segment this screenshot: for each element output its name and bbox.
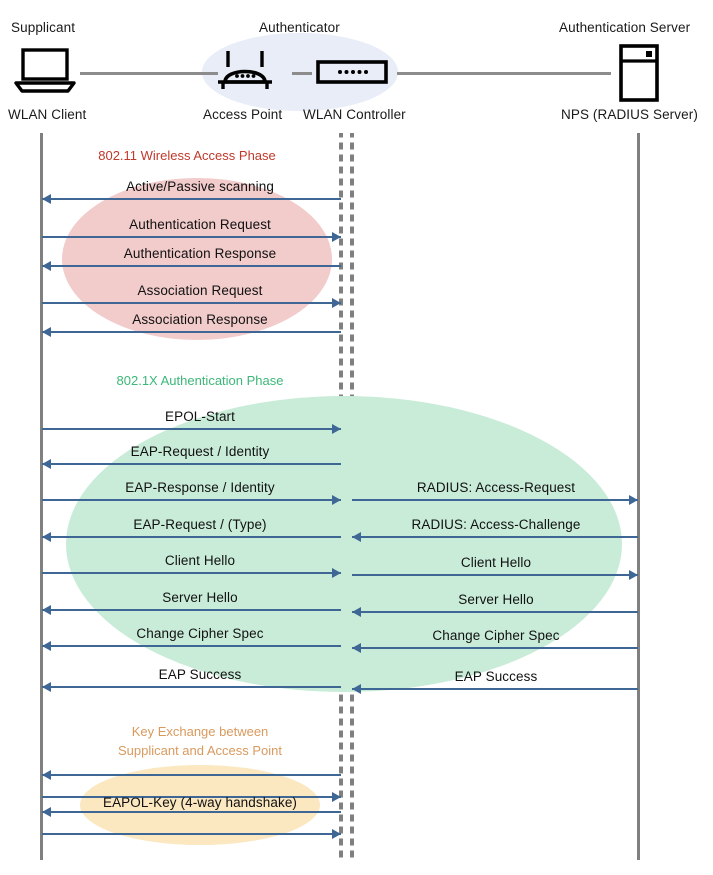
server-tower-icon <box>618 44 660 102</box>
msg-radius-7-arrowhead <box>352 684 361 694</box>
msg-radius-2-line <box>352 499 638 501</box>
msg-radius-5-line <box>352 611 638 613</box>
network-switch-icon <box>316 60 388 84</box>
msg-8021x-0-arrowhead <box>332 424 341 434</box>
msg-label-eapol-key: EAPOL-Key (4-way handshake) <box>102 795 298 810</box>
msg-keyex-1-arrowhead <box>332 792 341 802</box>
msg-label-80211-2: Authentication Response <box>123 246 277 261</box>
msg-radius-7-line <box>352 688 638 690</box>
msg-label-radius-5: Server Hello <box>458 592 534 607</box>
msg-label-radius-4: Client Hello <box>460 555 532 570</box>
actor-role-authenticator: Authenticator <box>259 20 340 35</box>
msg-label-radius-6: Change Cipher Spec <box>432 628 560 643</box>
msg-80211-3-arrowhead <box>332 298 341 308</box>
msg-label-radius-2: RADIUS: Access-Request <box>416 480 576 495</box>
msg-8021x-1-line <box>41 463 341 465</box>
msg-label-80211-3: Association Request <box>137 283 263 298</box>
msg-8021x-3-line <box>41 536 341 538</box>
phase-highlight-802-11 <box>62 178 332 340</box>
msg-label-8021x-4: Client Hello <box>164 553 236 568</box>
msg-8021x-7-arrowhead <box>41 682 51 692</box>
msg-label-8021x-2: EAP-Response / Identity <box>125 480 275 495</box>
wire-client-to-ap <box>80 72 218 75</box>
msg-label-80211-1: Authentication Request <box>129 217 271 232</box>
msg-8021x-5-arrowhead <box>41 605 51 615</box>
msg-label-80211-4: Association Response <box>132 312 268 327</box>
phase-highlight-802-1x <box>66 396 622 692</box>
msg-keyex-1-line <box>41 796 341 798</box>
msg-radius-6-arrowhead <box>352 643 361 653</box>
msg-radius-3-arrowhead <box>352 532 361 542</box>
msg-8021x-5-line <box>41 609 341 611</box>
msg-8021x-1-arrowhead <box>41 459 51 469</box>
msg-keyex-2-line <box>41 811 341 813</box>
msg-8021x-6-arrowhead <box>41 641 51 651</box>
actor-role-supplicant: Supplicant <box>11 20 76 35</box>
lifeline-nps-radius-server <box>637 133 640 860</box>
wireless-router-icon <box>214 48 276 92</box>
msg-radius-2-arrowhead <box>629 495 638 505</box>
msg-8021x-3-arrowhead <box>41 532 51 542</box>
msg-radius-5-arrowhead <box>352 607 361 617</box>
phase-label-802-11: 802.11 Wireless Access Phase <box>98 148 276 163</box>
msg-8021x-7-line <box>41 686 341 688</box>
msg-label-8021x-1: EAP-Request / Identity <box>130 444 270 459</box>
msg-label-radius-7: EAP Success <box>454 669 538 684</box>
msg-80211-1-line <box>41 236 341 238</box>
msg-8021x-6-line <box>41 645 341 647</box>
actor-device-nps-radius-server: NPS (RADIUS Server) <box>561 107 698 122</box>
msg-keyex-2-arrowhead <box>41 807 51 817</box>
wire-controller-to-server <box>397 72 611 75</box>
lifeline-supplicant <box>40 133 43 860</box>
msg-keyex-3-line <box>41 833 341 835</box>
actor-role-authentication-server: Authentication Server <box>559 20 691 35</box>
msg-80211-2-arrowhead <box>41 261 51 271</box>
msg-radius-4-arrowhead <box>629 570 638 580</box>
msg-radius-4-line <box>352 574 638 576</box>
msg-8021x-2-line <box>41 499 341 501</box>
msg-keyex-3-arrowhead <box>332 829 341 839</box>
msg-80211-2-line <box>41 265 341 267</box>
actor-device-wlan-client: WLAN Client <box>8 107 87 122</box>
msg-8021x-2-arrowhead <box>332 495 341 505</box>
msg-80211-4-arrowhead <box>41 327 51 337</box>
actor-device-wlan-controller: WLAN Controller <box>303 107 406 122</box>
phase-highlight-key-exchange <box>80 765 320 845</box>
msg-80211-1-arrowhead <box>332 232 341 242</box>
msg-label-8021x-6: Change Cipher Spec <box>136 626 264 641</box>
actor-device-access-point: Access Point <box>203 107 283 122</box>
msg-80211-4-line <box>41 331 341 333</box>
wire-ap-to-controller <box>292 72 312 75</box>
msg-radius-3-line <box>352 536 638 538</box>
msg-label-8021x-5: Server Hello <box>162 590 238 605</box>
msg-label-8021x-0: EPOL-Start <box>164 409 236 424</box>
phase-label-key-exchange: Key Exchange between Supplicant and Acce… <box>117 724 283 758</box>
msg-keyex-0-arrowhead <box>41 770 51 780</box>
phase-label-802-1x: 802.1X Authentication Phase <box>116 373 284 388</box>
laptop-icon <box>12 48 78 94</box>
msg-80211-0-arrowhead <box>41 194 51 204</box>
msg-8021x-4-arrowhead <box>332 568 341 578</box>
msg-keyex-0-line <box>41 774 341 776</box>
msg-label-8021x-7: EAP Success <box>158 667 242 682</box>
msg-label-80211-0: Active/Passive scanning <box>126 179 274 194</box>
msg-label-radius-3: RADIUS: Access-Challenge <box>411 517 581 532</box>
msg-80211-3-line <box>41 302 341 304</box>
msg-80211-0-line <box>41 198 341 200</box>
msg-8021x-0-line <box>41 428 341 430</box>
msg-radius-6-line <box>352 647 638 649</box>
msg-label-8021x-3: EAP-Request / (Type) <box>133 517 267 532</box>
msg-8021x-4-line <box>41 572 341 574</box>
